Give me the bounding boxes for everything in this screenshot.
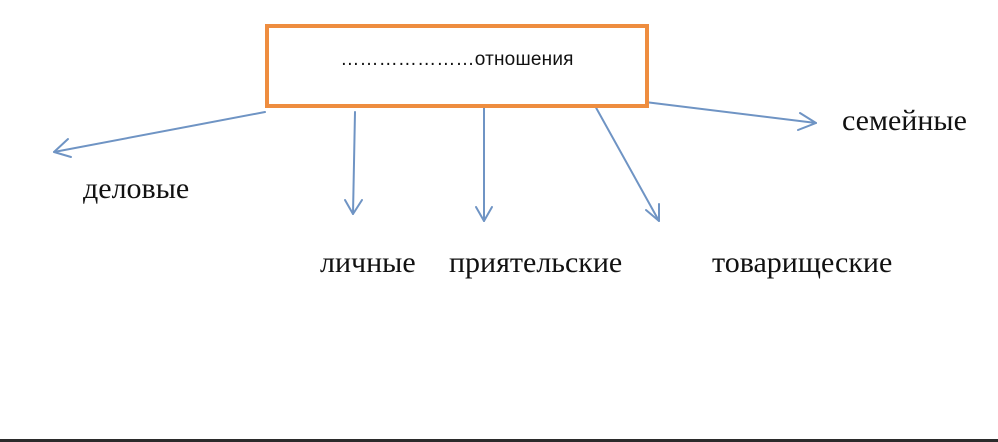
- root-concept-label: …………………отношения: [340, 49, 574, 70]
- arrow-to-priyatelskie: [475, 103, 493, 222]
- branch-label-delovye: деловые: [83, 172, 190, 205]
- branch-label-tovarishcheskie: товарищеские: [712, 246, 893, 279]
- root-concept-box: …………………отношения: [265, 24, 649, 108]
- arrow-to-tovarishcheskie: [593, 103, 660, 222]
- branch-label-priyatelskie: приятельские: [449, 246, 623, 279]
- arrow-to-lichnye: [344, 111, 363, 215]
- arrow-to-semeinye: [644, 101, 817, 131]
- arrow-to-delovye: [53, 111, 266, 158]
- bottom-border-line: [0, 439, 998, 442]
- branch-label-semeinye: семейные: [842, 104, 967, 137]
- branch-label-lichnye: личные: [320, 246, 416, 279]
